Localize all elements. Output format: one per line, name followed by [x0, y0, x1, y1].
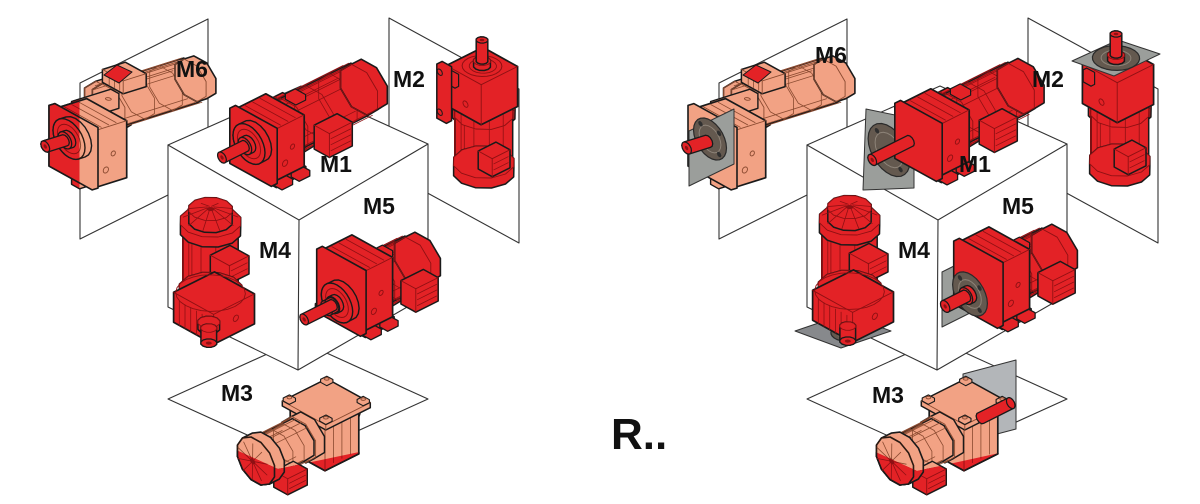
svg-text:M1: M1 — [959, 151, 991, 177]
svg-text:M2: M2 — [393, 66, 425, 92]
svg-text:M6: M6 — [176, 56, 208, 82]
svg-text:M5: M5 — [1002, 193, 1034, 219]
svg-text:M6: M6 — [815, 42, 847, 68]
svg-text:M2: M2 — [1032, 66, 1064, 92]
svg-text:M4: M4 — [259, 237, 291, 263]
svg-text:M3: M3 — [872, 382, 904, 408]
svg-text:M3: M3 — [221, 380, 253, 406]
svg-text:M1: M1 — [320, 151, 352, 177]
svg-text:R..: R.. — [611, 410, 667, 459]
svg-text:M5: M5 — [363, 193, 395, 219]
svg-text:M4: M4 — [898, 237, 930, 263]
